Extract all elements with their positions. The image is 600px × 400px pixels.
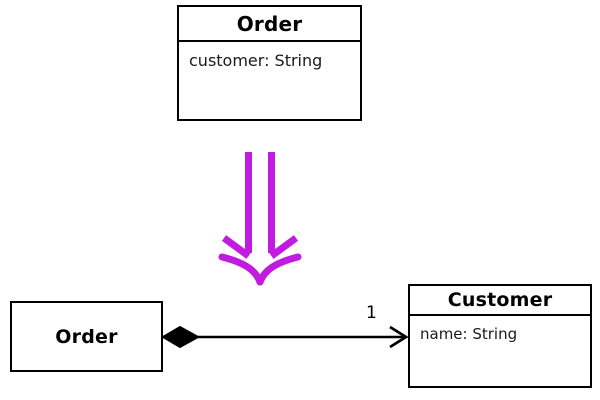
class-name-order-top: Order xyxy=(179,7,360,42)
composition-diamond-icon xyxy=(161,325,201,349)
class-name-customer: Customer xyxy=(410,286,590,316)
multiplicity-label-target: 1 xyxy=(366,303,377,323)
refactoring-arrow-icon xyxy=(218,152,302,286)
arrow-head-right xyxy=(269,235,299,259)
class-box-customer: Customer name: String xyxy=(408,284,592,388)
class-name-order-bottom: Order xyxy=(55,325,118,348)
class-box-order-bottom: Order xyxy=(10,301,163,372)
class-box-order-top: Order customer: String xyxy=(177,5,362,121)
arrow-sweep-left xyxy=(218,253,264,286)
attribute-item: name: String xyxy=(420,325,518,343)
attribute-compartment-customer: name: String xyxy=(410,316,590,386)
attribute-item: customer: String xyxy=(189,51,323,70)
arrow-sweep-right xyxy=(256,253,302,286)
arrow-head-left xyxy=(221,235,251,259)
attribute-compartment-order-top: customer: String xyxy=(179,42,360,119)
open-arrowhead-icon xyxy=(389,325,409,349)
